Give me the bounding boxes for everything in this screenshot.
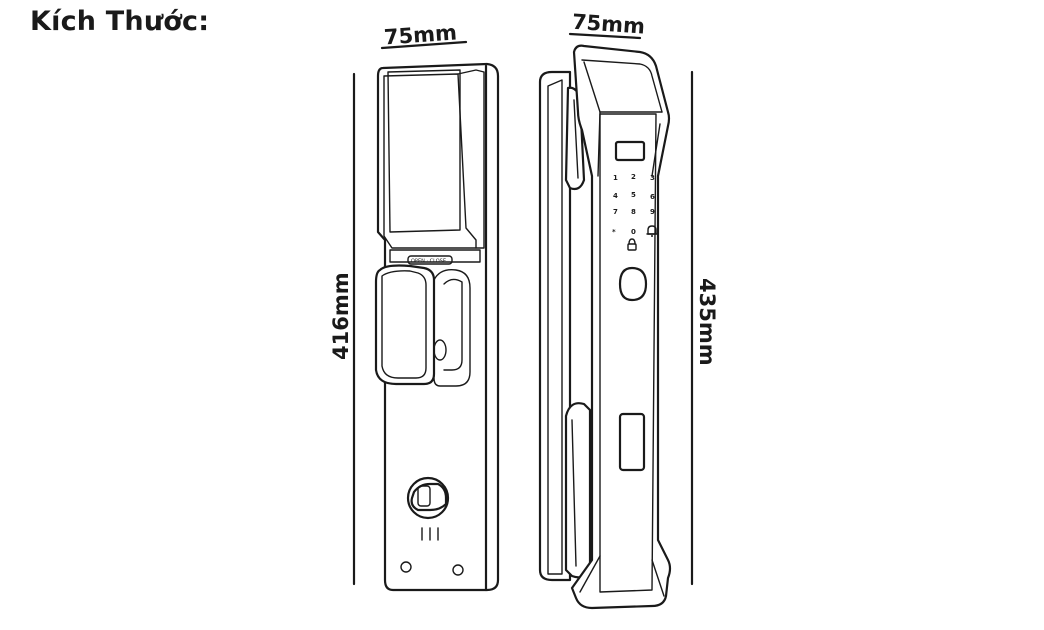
keypad-key-2: 2 bbox=[631, 173, 636, 181]
keypad: 1 2 3 4 5 6 7 8 9 * 0 bbox=[612, 173, 658, 251]
keypad-key-0: 0 bbox=[631, 228, 636, 236]
back-height-label: 416mm bbox=[329, 272, 353, 360]
keypad-key-6: 6 bbox=[650, 193, 655, 201]
back-view-lock: OPEN · CLOSE bbox=[374, 62, 500, 592]
keypad-key-1: 1 bbox=[613, 174, 618, 182]
knob-label: OPEN · CLOSE bbox=[411, 259, 446, 265]
keypad-key-8: 8 bbox=[631, 208, 636, 216]
keypad-key-5: 5 bbox=[631, 191, 636, 199]
back-width-label: 75mm bbox=[383, 20, 457, 49]
front-width-label: 75mm bbox=[571, 10, 645, 39]
keypad-key-3: 3 bbox=[650, 174, 655, 182]
keypad-key-4: 4 bbox=[613, 192, 618, 200]
keypad-key-7: 7 bbox=[613, 208, 618, 216]
doorbell-icon bbox=[646, 225, 658, 237]
keypad-key-star: * bbox=[612, 228, 616, 236]
page-title: Kích Thước: bbox=[30, 6, 210, 37]
keypad-key-9: 9 bbox=[650, 208, 655, 216]
key-cylinder-cover bbox=[618, 412, 646, 472]
fingerprint-sensor-icon bbox=[618, 266, 648, 302]
front-view-lock: 1 2 3 4 5 6 7 8 9 * 0 bbox=[538, 44, 672, 610]
front-height-label: 435mm bbox=[695, 278, 719, 366]
dimension-lines: 75mm 75mm 416mm 435mm bbox=[329, 10, 719, 586]
lock-icon bbox=[627, 238, 637, 251]
